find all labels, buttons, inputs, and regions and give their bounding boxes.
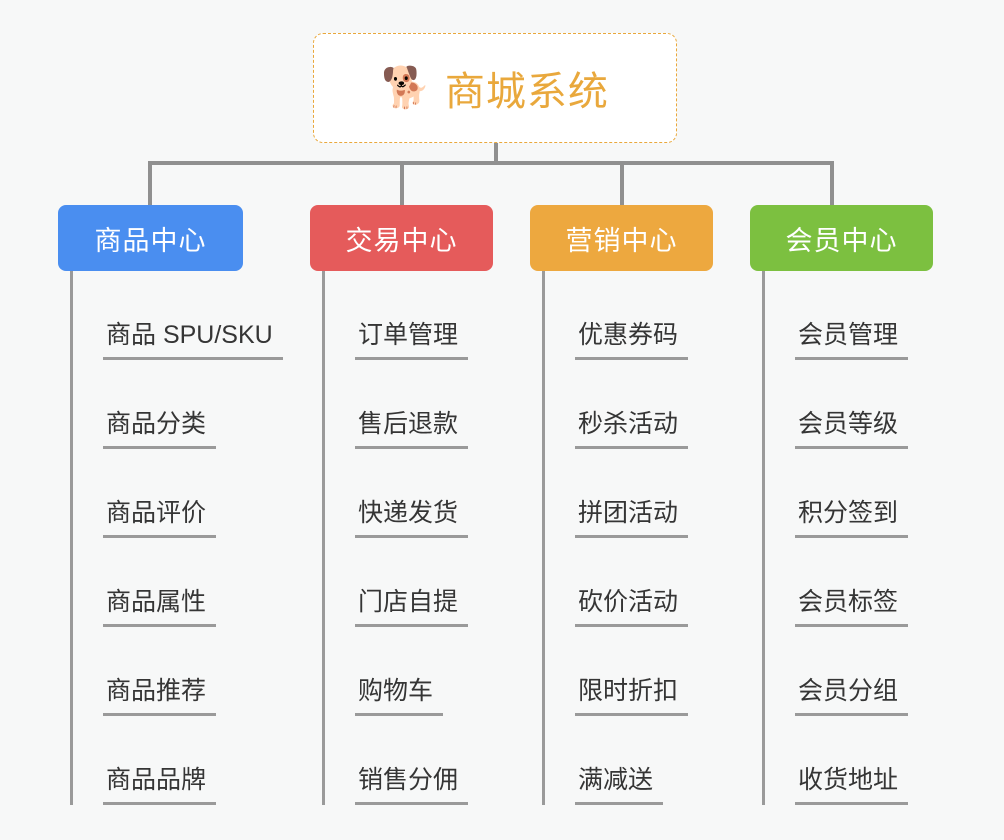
branch-item-label: 门店自提: [355, 588, 469, 627]
branch-item-label: 限时折扣: [575, 677, 689, 716]
connector-drop-marketing-center: [620, 161, 624, 205]
branch-header-label: 会员中心: [785, 225, 898, 256]
branch-item[interactable]: 满减送: [545, 716, 713, 805]
branch-item[interactable]: 售后退款: [325, 360, 493, 449]
branch-item[interactable]: 商品推荐: [73, 627, 243, 716]
branch-item[interactable]: 购物车: [325, 627, 493, 716]
root-title: 商城系统: [444, 70, 609, 114]
branch-item-label: 购物车: [355, 677, 444, 716]
branch-item-label: 满减送: [575, 766, 664, 805]
branch-item-label: 订单管理: [355, 321, 469, 360]
branch-item[interactable]: 会员标签: [765, 538, 933, 627]
branch-item-label: 商品评价: [103, 499, 217, 538]
branch-item[interactable]: 门店自提: [325, 538, 493, 627]
branch-item[interactable]: 优惠券码: [545, 271, 713, 360]
branch-item-label: 拼团活动: [575, 499, 689, 538]
branch-item-label: 会员标签: [795, 588, 909, 627]
branch-item-list-trade-center: 订单管理售后退款快递发货门店自提购物车销售分佣: [322, 271, 493, 805]
branch-item-label: 商品推荐: [103, 677, 217, 716]
branch-item[interactable]: 限时折扣: [545, 627, 713, 716]
branch-item-list-product-center: 商品 SPU/SKU 商品分类商品评价商品属性商品推荐商品品牌: [70, 271, 283, 805]
connector-drop-product-center: [148, 161, 152, 205]
branch-item-label: 商品属性: [103, 588, 217, 627]
branch-trade-center: 交易中心订单管理售后退款快递发货门店自提购物车销售分佣: [310, 205, 493, 805]
branch-item-label: 积分签到: [795, 499, 909, 538]
branch-item[interactable]: 秒杀活动: [545, 360, 713, 449]
branch-item-label: 会员分组: [795, 677, 909, 716]
branch-item[interactable]: 收货地址: [765, 716, 933, 805]
branch-header-member-center[interactable]: 会员中心: [750, 205, 933, 271]
branch-item[interactable]: 会员管理: [765, 271, 933, 360]
branch-item[interactable]: 商品分类: [73, 360, 243, 449]
branch-item[interactable]: 商品评价: [73, 449, 243, 538]
branch-item[interactable]: 商品属性: [73, 538, 243, 627]
branch-header-trade-center[interactable]: 交易中心: [310, 205, 493, 271]
branch-item[interactable]: 拼团活动: [545, 449, 713, 538]
branch-marketing-center: 营销中心优惠券码秒杀活动拼团活动砍价活动限时折扣满减送: [530, 205, 713, 805]
branch-header-label: 交易中心: [345, 225, 458, 256]
branch-item-label: 商品分类: [103, 410, 217, 449]
branch-item-label: 商品品牌: [103, 766, 217, 805]
branch-header-product-center[interactable]: 商品中心: [58, 205, 243, 271]
connector-drop-member-center: [830, 161, 834, 205]
branch-item-label: 秒杀活动: [575, 410, 689, 449]
shiba-dog-face-icon: 🐕: [381, 66, 431, 110]
branch-item[interactable]: 快递发货: [325, 449, 493, 538]
branch-header-marketing-center[interactable]: 营销中心: [530, 205, 713, 271]
connector-drop-trade-center: [400, 161, 404, 205]
branch-item-label: 会员管理: [795, 321, 909, 360]
branch-header-label: 营销中心: [565, 225, 678, 256]
branch-item-label: 快递发货: [355, 499, 469, 538]
root-node[interactable]: 🐕 商城系统: [313, 33, 677, 143]
connector-root-stem: [494, 143, 498, 165]
branch-item-label: 优惠券码: [575, 321, 689, 360]
branch-header-label: 商品中心: [94, 225, 207, 256]
branch-item[interactable]: 订单管理: [325, 271, 493, 360]
branch-item-label: 收货地址: [795, 766, 909, 805]
branch-member-center: 会员中心会员管理会员等级积分签到会员标签会员分组收货地址: [750, 205, 933, 805]
branch-item-list-member-center: 会员管理会员等级积分签到会员标签会员分组收货地址: [762, 271, 933, 805]
branch-item[interactable]: 会员等级: [765, 360, 933, 449]
branch-item[interactable]: 会员分组: [765, 627, 933, 716]
branch-item-label: 售后退款: [355, 410, 469, 449]
branch-item[interactable]: 商品 SPU/SKU: [73, 271, 283, 360]
branch-item-list-marketing-center: 优惠券码秒杀活动拼团活动砍价活动限时折扣满减送: [542, 271, 713, 805]
branch-item-label: 砍价活动: [575, 588, 689, 627]
branch-product-center: 商品中心商品 SPU/SKU 商品分类商品评价商品属性商品推荐商品品牌: [58, 205, 283, 805]
branch-item-label: 销售分佣: [355, 766, 469, 805]
branch-item[interactable]: 销售分佣: [325, 716, 493, 805]
branch-item[interactable]: 商品品牌: [73, 716, 243, 805]
connector-horizontal-bus: [148, 161, 832, 165]
branch-item-label: 商品 SPU/SKU: [103, 321, 283, 360]
branch-item-label: 会员等级: [795, 410, 909, 449]
branch-item[interactable]: 积分签到: [765, 449, 933, 538]
branch-item[interactable]: 砍价活动: [545, 538, 713, 627]
